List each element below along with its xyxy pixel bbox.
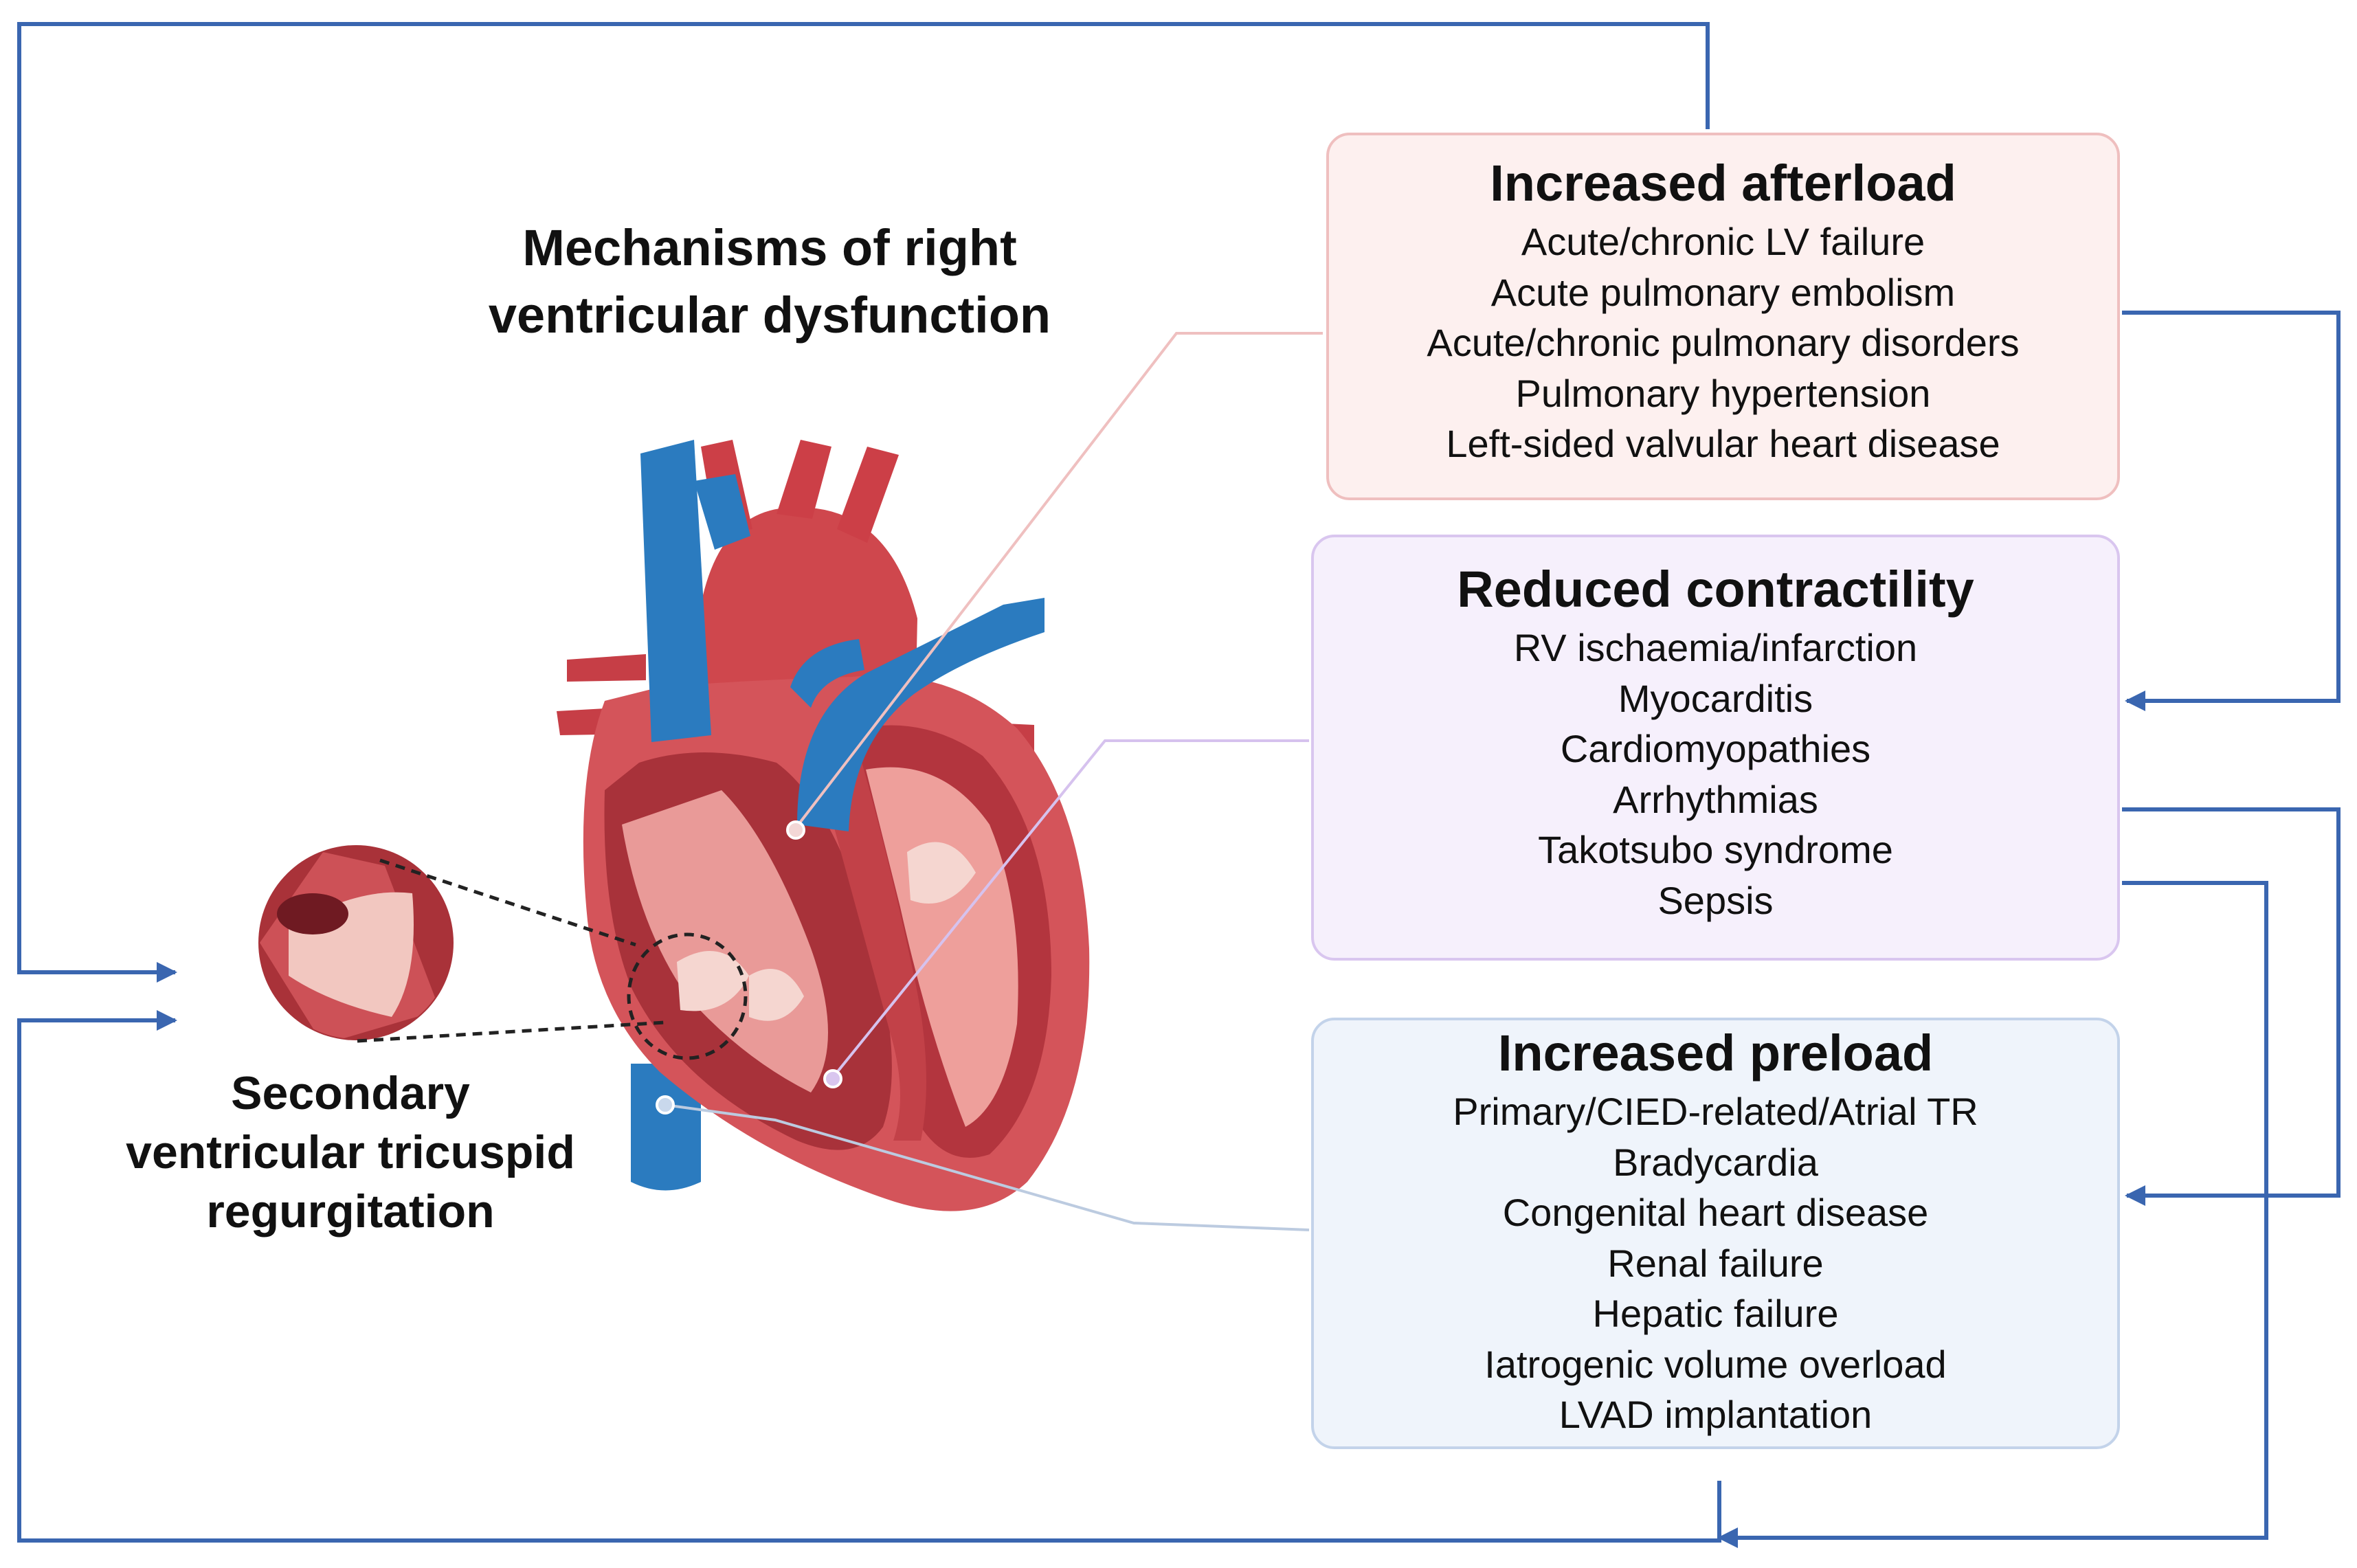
box-reduced-contractility: Reduced contractility RV ischaemia/infar… bbox=[1311, 535, 2120, 961]
box-item: Acute/chronic pulmonary disorders bbox=[1427, 321, 2020, 364]
heart-illustration bbox=[557, 440, 1090, 1211]
inferior-vena-cava bbox=[631, 1064, 701, 1191]
box-item: Myocarditis bbox=[1618, 676, 1813, 720]
feedback-arrows bbox=[17, 22, 2341, 1548]
callout-lines bbox=[664, 332, 1323, 1231]
box-increased-afterload: Increased afterload Acute/chronic LV fai… bbox=[1326, 133, 2120, 500]
title-line-2: ventricular dysfunction bbox=[488, 287, 1051, 344]
box-item: Sepsis bbox=[1657, 878, 1774, 922]
arrow-afterload-to-tr bbox=[17, 22, 1710, 983]
arrow-contractility-to-preload bbox=[2122, 807, 2341, 1206]
box-heading: Increased preload bbox=[1497, 1024, 1934, 1082]
superior-vena-cava bbox=[640, 440, 711, 742]
arrow-preload-to-tr bbox=[17, 1010, 1721, 1543]
box-item: Pulmonary hypertension bbox=[1515, 371, 1931, 415]
box-increased-preload: Increased preload Primary/CIED-related/A… bbox=[1311, 1018, 2120, 1449]
afterload-leader bbox=[794, 332, 1323, 829]
tricuspid-valve-inset bbox=[258, 845, 666, 1043]
arrow-afterload-to-contractility bbox=[2122, 311, 2341, 711]
tr-label-line-2: ventricular tricuspid bbox=[126, 1126, 575, 1178]
tricuspid-valve-highlight bbox=[627, 932, 748, 1060]
box-item: Left-sided valvular heart disease bbox=[1446, 422, 2000, 465]
box-heading: Reduced contractility bbox=[1457, 561, 1974, 618]
callout-dots bbox=[656, 820, 842, 1115]
box-item: Primary/CIED-related/Atrial TR bbox=[1453, 1090, 1978, 1133]
box-item: Takotsubo syndrome bbox=[1538, 828, 1893, 871]
box-item: Renal failure bbox=[1607, 1241, 1824, 1285]
box-item: Congenital heart disease bbox=[1502, 1191, 1929, 1234]
pulmonary-trunk bbox=[797, 598, 1045, 831]
box-item: Acute pulmonary embolism bbox=[1490, 270, 1956, 314]
box-item: Hepatic failure bbox=[1592, 1292, 1839, 1335]
box-item: Iatrogenic volume overload bbox=[1484, 1342, 1947, 1386]
box-item: Acute/chronic LV failure bbox=[1521, 220, 1925, 263]
tricuspid-regurgitation-label: Secondary ventricular tricuspid regurgit… bbox=[76, 1064, 625, 1241]
box-item: LVAD implantation bbox=[1559, 1393, 1873, 1436]
arrow-contractility-to-bottom bbox=[1717, 881, 2268, 1548]
box-item: Cardiomyopathies bbox=[1560, 727, 1871, 770]
box-item: Bradycardia bbox=[1613, 1140, 1818, 1184]
page-title: Mechanisms of right ventricular dysfunct… bbox=[405, 214, 1134, 349]
box-item: Arrhythmias bbox=[1613, 777, 1818, 821]
tr-label-line-3: regurgitation bbox=[206, 1185, 495, 1237]
preload-leader bbox=[664, 1104, 1310, 1231]
tr-label-line-1: Secondary bbox=[231, 1067, 470, 1119]
contractility-leader bbox=[831, 739, 1309, 1079]
box-item: RV ischaemia/infarction bbox=[1513, 626, 1918, 669]
box-heading: Increased afterload bbox=[1490, 155, 1956, 212]
title-line-1: Mechanisms of right bbox=[522, 219, 1017, 276]
